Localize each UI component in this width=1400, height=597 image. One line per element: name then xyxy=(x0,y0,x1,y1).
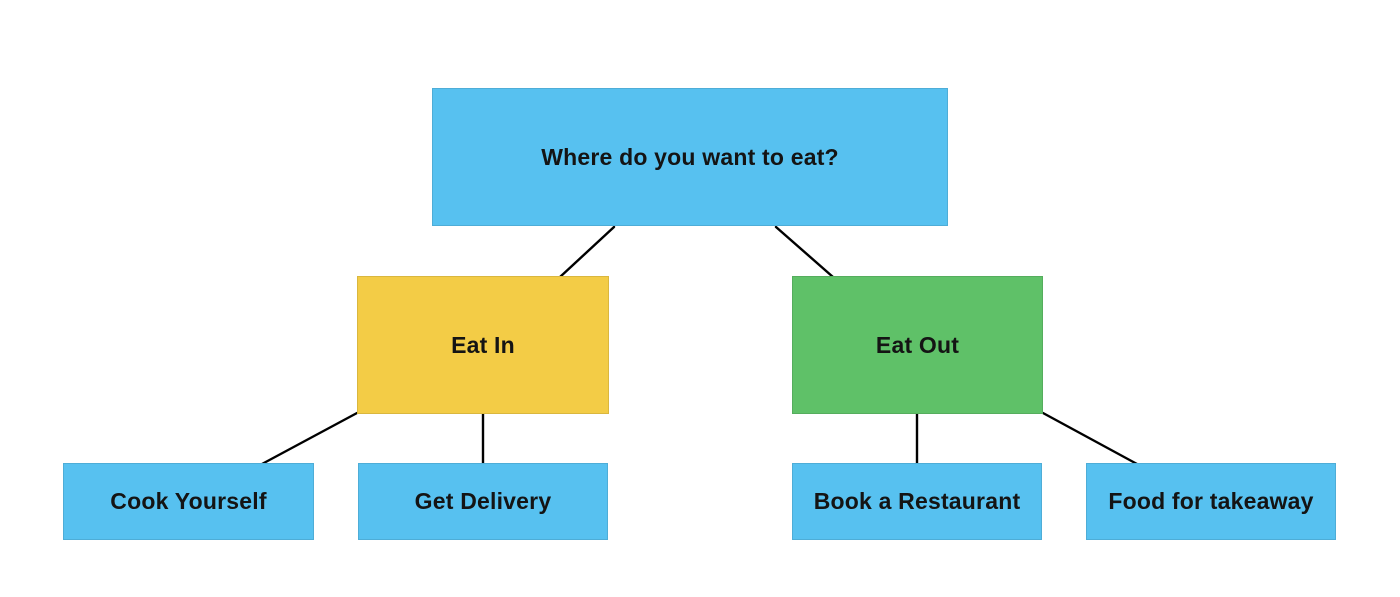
edge-root-eat-out xyxy=(774,225,835,279)
node-book-a-restaurant[interactable]: Book a Restaurant xyxy=(792,463,1042,540)
node-cook-yourself[interactable]: Cook Yourself xyxy=(63,463,314,540)
edge-eat-in-cook-yourself xyxy=(260,411,359,466)
edge-eat-out-food-takeaway xyxy=(1041,411,1139,466)
node-eat-out-label: Eat Out xyxy=(875,331,960,358)
node-where-to-eat-label: Where do you want to eat? xyxy=(541,143,839,170)
node-eat-out[interactable]: Eat Out xyxy=(792,276,1043,414)
node-book-a-restaurant-label: Book a Restaurant xyxy=(813,488,1021,514)
node-cook-yourself-label: Cook Yourself xyxy=(110,488,267,514)
node-food-for-takeaway-label: Food for takeaway xyxy=(1108,488,1314,514)
node-where-to-eat[interactable]: Where do you want to eat? xyxy=(432,88,948,226)
edge-root-eat-in xyxy=(558,225,616,279)
node-eat-in[interactable]: Eat In xyxy=(357,276,609,414)
node-food-for-takeaway[interactable]: Food for takeaway xyxy=(1086,463,1336,540)
node-get-delivery-label: Get Delivery xyxy=(414,488,552,514)
node-get-delivery[interactable]: Get Delivery xyxy=(358,463,608,540)
node-eat-in-label: Eat In xyxy=(451,331,515,358)
